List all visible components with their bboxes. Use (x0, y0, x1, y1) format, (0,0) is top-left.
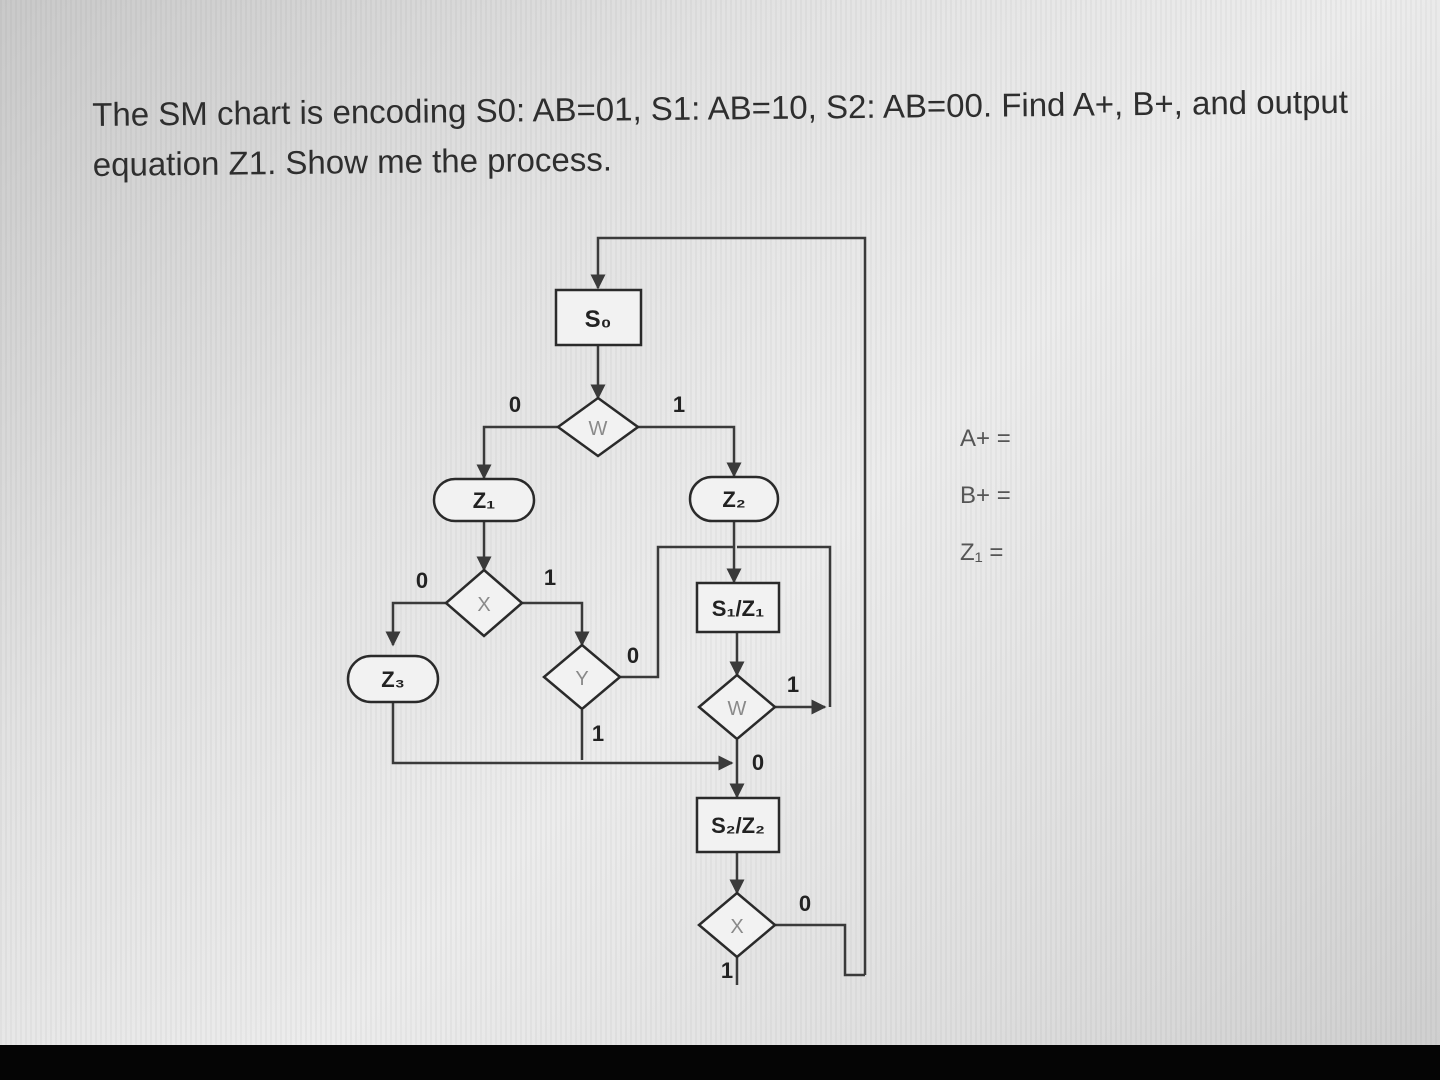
branch-w-top-false: 0 (509, 392, 521, 417)
branch-w-mid-true: 1 (787, 672, 799, 697)
decision-x-left: X 0 1 (416, 565, 556, 638)
a-plus-equation: A+ = (960, 425, 1011, 452)
state-s0-label: S₀ (585, 306, 612, 333)
s1-hold-loop (737, 545, 832, 707)
decision-w-mid: W 1 0 (697, 672, 799, 775)
monitor-screen: The SM chart is encoding S0: AB=01, S1: … (0, 0, 1440, 1045)
z3-to-s2 (391, 703, 734, 771)
y-false-path (620, 545, 734, 679)
branch-w-mid-false: 0 (752, 750, 764, 775)
state-s1: S₁/Z₁ (695, 581, 781, 634)
decision-x-left-label: X (477, 594, 490, 616)
x-true-path (522, 601, 590, 647)
cond-output-z3-label: Z₃ (381, 667, 405, 692)
cond-output-z1-label: Z₁ (473, 488, 496, 513)
sm-chart: S₀ W 0 1 Z₁ Z₂ X 0 1 Z₃ (346, 236, 1011, 985)
cond-output-z2: Z₂ (688, 475, 780, 523)
x-false-path (385, 601, 446, 647)
w-true-path (638, 425, 742, 478)
decision-y: Y 0 1 (542, 643, 639, 746)
z1-equation: Z₁ = (960, 539, 1003, 566)
decision-x-bottom: X 0 1 (697, 891, 811, 983)
branch-y-true: 1 (592, 721, 604, 746)
cond-output-z1: Z₁ (432, 477, 536, 523)
decision-y-label: Y (575, 668, 588, 690)
branch-w-top-true: 1 (673, 392, 685, 417)
state-s2-label: S₂/Z₂ (711, 813, 765, 838)
state-s0: S₀ (554, 288, 643, 347)
decision-w-mid-label: W (728, 698, 747, 720)
w-false-path (476, 425, 558, 480)
x2-false-path (775, 923, 865, 977)
branch-y-false: 0 (627, 643, 639, 668)
branch-x-left-true: 1 (544, 565, 556, 590)
cond-output-z2-label: Z₂ (722, 487, 745, 512)
decision-w-top-label: W (589, 418, 608, 440)
decision-w-top: W 0 1 (509, 392, 685, 458)
decision-x-bottom-label: X (730, 916, 743, 938)
branch-x-bottom-true: 1 (721, 958, 733, 983)
branch-x-bottom-false: 0 (799, 891, 811, 916)
state-s1-label: S₁/Z₁ (712, 596, 764, 621)
answer-prompts: A+ = B+ = Z₁ = (960, 425, 1011, 566)
chart-connectors (385, 236, 867, 985)
loop-to-s0 (590, 236, 867, 975)
state-s2: S₂/Z₂ (695, 796, 781, 854)
monitor-bezel (0, 1045, 1440, 1080)
branch-x-left-false: 0 (416, 568, 428, 593)
b-plus-equation: B+ = (960, 482, 1011, 509)
cond-output-z3: Z₃ (346, 654, 440, 704)
